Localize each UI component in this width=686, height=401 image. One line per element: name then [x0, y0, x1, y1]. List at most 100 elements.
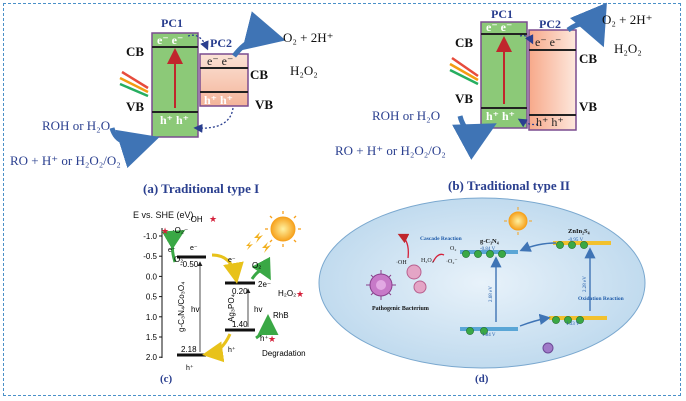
- panel-c: E vs. SHE (eV) -1.0-0.50.00.51.01.52.0 -…: [133, 210, 306, 385]
- pc2-box-b: [528, 29, 577, 131]
- panel-d: Cascade Reaction g-C₃N₄ -0.84 V 1.84 V 2…: [318, 197, 646, 385]
- pc2-electrons-b: e⁻ e⁻: [535, 35, 561, 49]
- panel-a: PC1 PC2 e⁻ e⁻ e⁻ e⁻ h⁺ h⁺ h⁺ h⁺ CB VB CB…: [10, 11, 334, 196]
- o2-product: O₂ + 2H⁺: [283, 30, 334, 45]
- hole-b: h⁺: [228, 346, 236, 354]
- pathogenic-label: Pathogenic Bacterium: [372, 306, 429, 312]
- zis-label: ZnIn₂S₄: [568, 228, 590, 235]
- cb2-value: 0.20: [232, 287, 248, 296]
- vb2-label: VB: [255, 97, 273, 112]
- axis-tick-label: 1.5: [146, 333, 158, 342]
- charge-carriers: [462, 241, 588, 335]
- vb2-label-b: VB: [579, 99, 597, 114]
- o2-reactant-2: O₂: [252, 261, 261, 270]
- cb2-label: CB: [250, 67, 268, 82]
- pc1-label-b: PC1: [491, 7, 513, 21]
- pc2-label-b: PC2: [539, 17, 561, 31]
- pc2-holes-b: h⁺ h⁺: [536, 115, 564, 129]
- h2o2-label-d: H₂O₂: [421, 258, 434, 264]
- dashed-frame: [3, 3, 681, 396]
- gcn-label: g-C₃N₄: [480, 238, 499, 245]
- roh-label: ROH or H₂O: [42, 118, 110, 133]
- bacterium-icon: [406, 264, 554, 354]
- axis-tick-label: -1.0: [143, 232, 157, 241]
- axis-tick-label: 2.0: [146, 353, 158, 362]
- o2-label-d: O₂: [450, 246, 456, 252]
- axis-tick-label: 1.0: [146, 313, 158, 322]
- caption-a: (a) Traditional type I: [143, 181, 259, 196]
- o2-product-b: O₂ + 2H⁺: [602, 12, 653, 27]
- carrier-particle: [498, 250, 506, 258]
- h2o2-product-c: H₂O₂: [278, 289, 296, 298]
- electron-b: e⁻: [168, 247, 176, 254]
- carrier-particle: [466, 327, 474, 335]
- panel-b: PC1 PC2 e⁻ e⁻ e⁻ e⁻ h⁺ h⁺ h⁺ h⁺ CB VB CB…: [335, 2, 653, 193]
- caption-b: (b) Traditional type II: [448, 178, 570, 193]
- electron-a: e⁻: [190, 245, 198, 252]
- carrier-particle: [474, 250, 482, 258]
- background-ellipse: [318, 197, 646, 369]
- pc1-label: PC1: [161, 16, 183, 30]
- h2o2-product: H₂O₂: [290, 63, 318, 78]
- sun-icon-d: [504, 207, 532, 235]
- carrier-particle: [486, 250, 494, 258]
- vb-label-b: VB: [455, 91, 473, 106]
- axis-label: E vs. SHE (eV): [133, 210, 194, 220]
- carrier-particle: [462, 250, 470, 258]
- h2o2-product-b: H₂O₂: [614, 41, 642, 56]
- cb-label: CB: [126, 44, 144, 59]
- caption-c: (c): [160, 373, 173, 385]
- pc2-box: [199, 53, 249, 107]
- carrier-particle: [556, 241, 564, 249]
- pc1-electrons-b: e⁻ e⁻: [486, 20, 512, 34]
- degradation-label: Degradation: [262, 349, 306, 358]
- o2-radical: ·O₂⁻: [172, 226, 188, 235]
- electron-c: e⁻: [228, 257, 236, 264]
- light-icon-b: [449, 56, 479, 86]
- carrier-particle: [580, 241, 588, 249]
- gcn-gap: 2.68 eV: [489, 286, 494, 302]
- ro-label-b: RO + H⁺ or H₂O₂/O₂: [335, 143, 446, 158]
- gcn-cb-value: -0.84 V: [480, 247, 496, 252]
- pc1-holes: h⁺ h⁺: [160, 113, 189, 127]
- carrier-particle: [568, 241, 576, 249]
- carrier-particle: [576, 316, 584, 324]
- lightning-icon: [246, 232, 271, 253]
- pc2-label: PC2: [210, 36, 232, 50]
- light-icon-a: [119, 70, 149, 98]
- oh-label-d: ·OH: [396, 260, 407, 266]
- o2-reactant: O₂: [174, 255, 183, 264]
- hv1: hv: [191, 305, 199, 314]
- roh-label-b: ROH or H₂O: [372, 108, 440, 123]
- pc1-electrons: e⁻ e⁻: [157, 33, 183, 47]
- star-icon: ★: [296, 289, 304, 299]
- cb2-label-b: CB: [579, 51, 597, 66]
- hv2: hv: [254, 305, 262, 314]
- axis-ticks: -1.0-0.50.00.51.01.52.0: [143, 232, 162, 362]
- cascade-label: Cascade Reaction: [420, 236, 462, 242]
- star-icon: ★: [161, 226, 169, 236]
- pc2-holes: h⁺ h⁺: [204, 93, 233, 107]
- sun-icon: [265, 211, 301, 247]
- star-icon: ★: [209, 214, 217, 224]
- axis-tick-label: 0.5: [146, 293, 158, 302]
- star-icon: ★: [268, 334, 276, 344]
- gcn-vb-value: 1.84 V: [482, 333, 496, 338]
- pc1-holes-b: h⁺ h⁺: [486, 109, 515, 123]
- right-material: Ag₃PO₄: [227, 294, 236, 322]
- hole-star: h⁺: [260, 334, 269, 343]
- carrier-particle: [552, 316, 560, 324]
- caption-d: (d): [475, 373, 489, 385]
- vb2-value: 1.40: [232, 320, 248, 329]
- carrier-particle: [564, 316, 572, 324]
- hole-a: h⁺: [186, 364, 194, 372]
- axis-tick-label: 0.0: [146, 272, 158, 281]
- two-electron: 2e⁻: [258, 280, 271, 289]
- zis-gap: 2.28 eV: [583, 276, 588, 292]
- zis-vb-value: 1.33 V: [566, 322, 580, 327]
- carrier-particle: [480, 327, 488, 335]
- left-material: g-C₃N₄/Co₃O₄: [177, 282, 186, 332]
- rhb-label: RhB: [273, 311, 289, 320]
- oxidation-label: Oxidation Reaction: [578, 296, 624, 302]
